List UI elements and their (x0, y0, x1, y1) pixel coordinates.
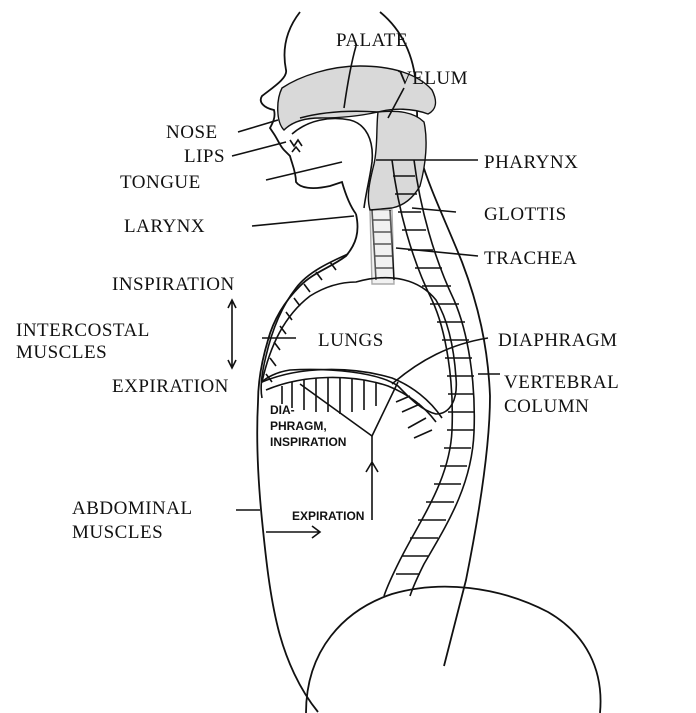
vertebral-label: VERTEBRAL (504, 372, 619, 393)
buttock-outline (306, 587, 601, 713)
intercostal-muscles-label: MUSCLES (16, 342, 107, 363)
column-label: COLUMN (504, 396, 589, 417)
trachea-rings (370, 210, 394, 284)
neck-front-outline (258, 214, 358, 402)
teeth (290, 140, 302, 152)
diaphragm-arrows (282, 378, 376, 414)
dia-label-line2: PHRAGM, (270, 419, 327, 433)
abdominal-muscles-label: MUSCLES (72, 522, 163, 543)
inspiration-label: INSPIRATION (112, 274, 235, 295)
trachea-label: TRACHEA (484, 248, 577, 269)
tongue-leader (266, 162, 342, 180)
tongue-shape (292, 119, 372, 208)
lungs-label: LUNGS (318, 330, 384, 351)
inspiration-expiration-arrow (228, 300, 236, 368)
larynx-leader (252, 216, 354, 226)
pharynx-label: PHARYNX (484, 152, 578, 173)
trachea-leader (396, 248, 478, 256)
palate-label: PALATE (336, 30, 408, 51)
expiration-abdominal-label: EXPIRATION (292, 509, 364, 523)
tongue-label: TONGUE (120, 172, 201, 193)
chest-wall (261, 254, 348, 398)
larynx-label: LARYNX (124, 216, 205, 237)
abdominal-label: ABDOMINAL (72, 498, 193, 519)
diaphragm-label: DIAPHRAGM (498, 330, 618, 351)
diaphragm-leader (392, 338, 488, 384)
abdominal-vertical-arrow (366, 436, 378, 520)
expiration-arrow (266, 526, 320, 538)
glottis-label: GLOTTIS (484, 204, 567, 225)
lips-leader (232, 142, 286, 156)
intercostal-label: INTERCOSTAL (16, 320, 150, 341)
nose-label: NOSE (166, 122, 218, 143)
expiration-label: EXPIRATION (112, 376, 229, 397)
vertebral-column-shape (384, 160, 474, 596)
dia-label-line1: DIA- (270, 403, 295, 417)
dia-label-line3: INSPIRATION (270, 435, 346, 449)
velum-label: VELUM (398, 68, 468, 89)
lips-label: LIPS (184, 146, 225, 167)
